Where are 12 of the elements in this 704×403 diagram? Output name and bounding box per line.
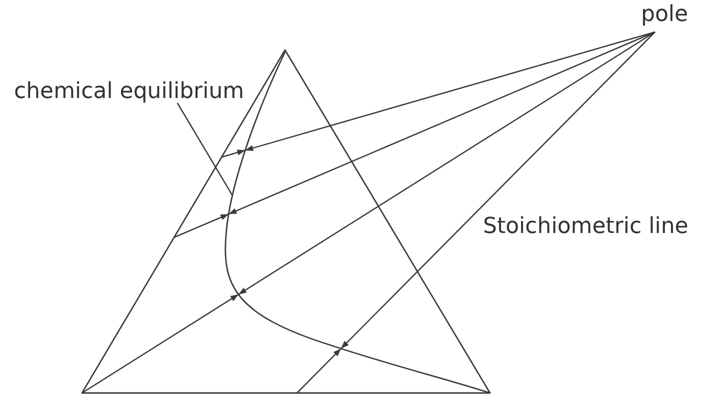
arrow — [228, 31, 656, 215]
arrow — [245, 31, 656, 151]
curve-label: chemical equilibrium — [14, 81, 244, 103]
leader-line — [176, 102, 233, 196]
arrow — [82, 294, 239, 394]
arrow — [221, 150, 246, 158]
arrow — [340, 32, 656, 350]
arrow — [174, 214, 229, 238]
line-label: Stoichiometric line — [483, 216, 688, 238]
arrow — [238, 31, 656, 295]
pole-label: pole — [641, 4, 688, 32]
arrow — [296, 348, 342, 394]
